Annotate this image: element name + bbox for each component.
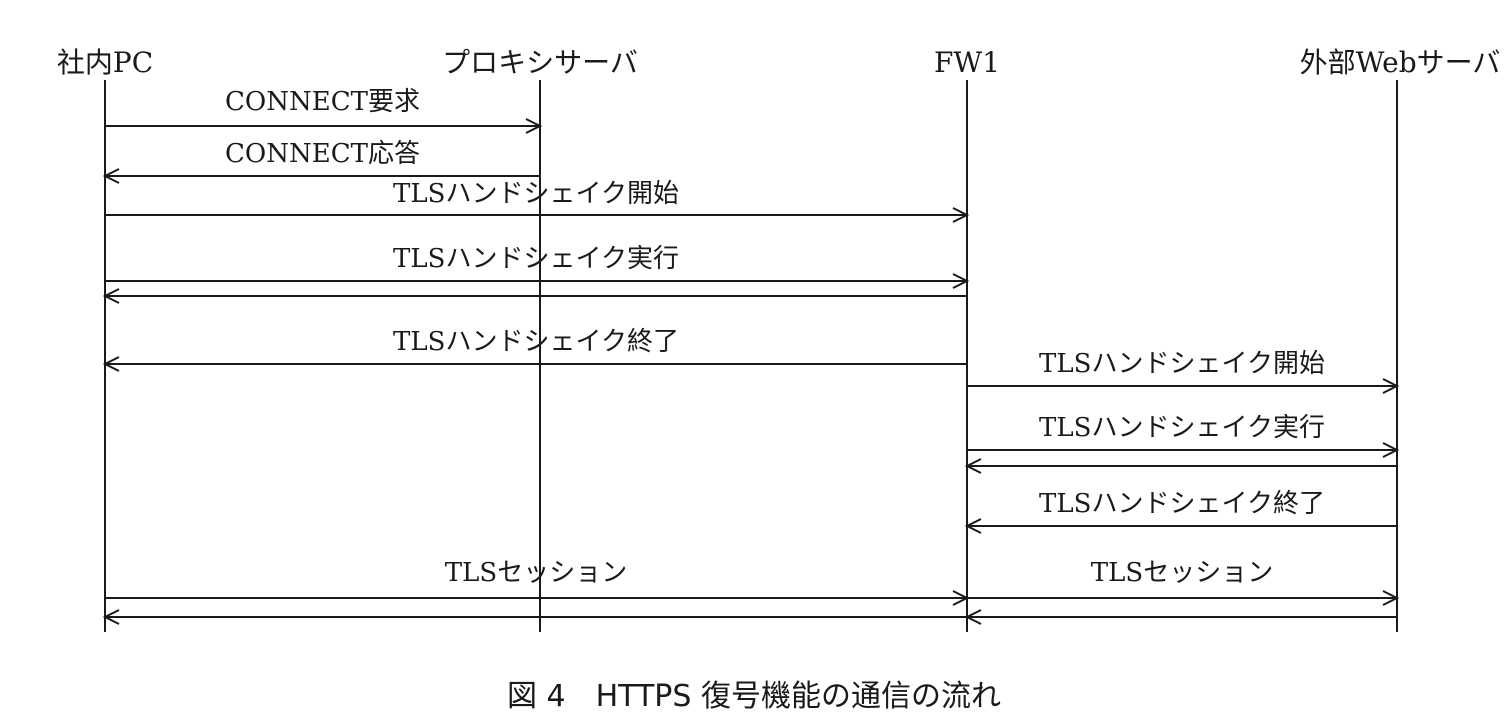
message-arrow [102, 288, 967, 304]
figure-caption: 図 4 HTTPS 復号機能の通信の流れ [507, 679, 1001, 714]
message-label: TLSセッション [445, 558, 627, 588]
message-label: TLSハンドシェイク終了 [1039, 489, 1325, 519]
message-label: TLSハンドシェイク実行 [1039, 413, 1325, 443]
arrowhead-icon [102, 356, 120, 372]
arrowhead-icon [102, 609, 120, 625]
message-label: TLSセッション [1091, 558, 1273, 588]
message-label: TLSハンドシェイク終了 [393, 327, 679, 357]
arrowhead-icon [1382, 442, 1400, 458]
message-label: CONNECT応答 [225, 139, 420, 169]
message-arrow: TLSハンドシェイク終了 [102, 327, 967, 372]
participant-label-web: 外部Webサーバ [1300, 46, 1501, 79]
arrowhead-icon [952, 207, 970, 223]
arrowhead-icon [964, 609, 982, 625]
message-arrow [102, 609, 967, 625]
participant-label-proxy: プロキシサーバ [442, 46, 638, 79]
message-arrow: CONNECT応答 [102, 139, 540, 184]
message-arrow: TLSハンドシェイク開始 [105, 179, 970, 223]
arrowhead-icon [1382, 378, 1400, 394]
arrowhead-icon [1382, 590, 1400, 606]
message-label: TLSハンドシェイク実行 [393, 244, 679, 274]
arrowhead-icon [102, 168, 120, 184]
message-label: TLSハンドシェイク開始 [393, 179, 679, 209]
message-arrow: CONNECT要求 [105, 87, 543, 134]
arrowhead-icon [964, 458, 982, 474]
arrowhead-icon [952, 273, 970, 289]
message-arrow [964, 609, 1397, 625]
message-arrow: TLSハンドシェイク実行 [967, 413, 1400, 458]
message-arrow: TLSハンドシェイク開始 [967, 349, 1400, 394]
message-label: CONNECT要求 [225, 87, 420, 117]
message-arrow [964, 458, 1397, 474]
message-arrow: TLSセッション [105, 558, 970, 606]
arrowhead-icon [525, 118, 543, 134]
message-label: TLSハンドシェイク開始 [1039, 349, 1325, 379]
participant-label-fw1: FW1 [934, 46, 1000, 79]
arrowhead-icon [102, 288, 120, 304]
message-arrow: TLSセッション [967, 558, 1400, 606]
arrowhead-icon [964, 518, 982, 534]
message-arrow: TLSハンドシェイク終了 [964, 489, 1397, 534]
participant-label-pc: 社内PC [57, 46, 153, 79]
message-arrow: TLSハンドシェイク実行 [105, 244, 970, 289]
